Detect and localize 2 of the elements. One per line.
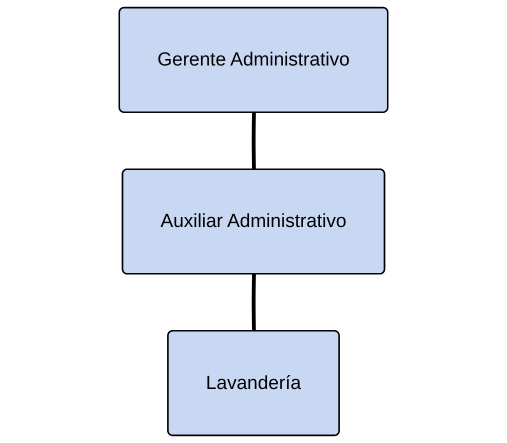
connector xyxy=(252,112,256,170)
connector xyxy=(252,274,256,332)
